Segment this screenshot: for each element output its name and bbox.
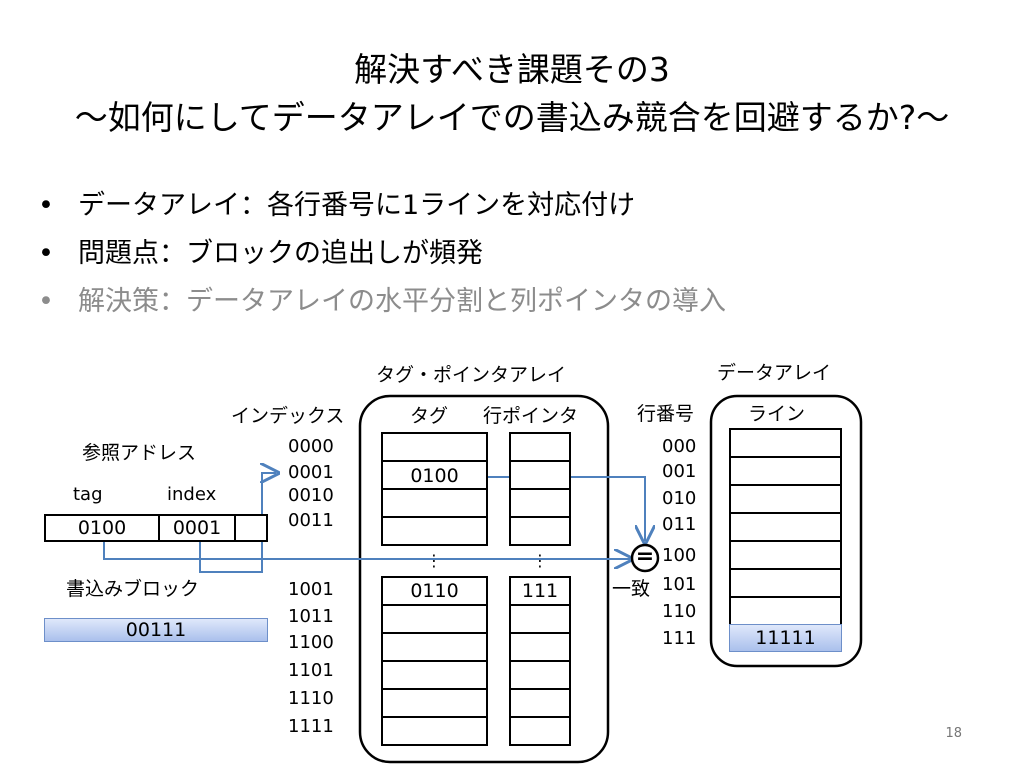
tag-cell (381, 632, 488, 662)
tag-cell (381, 576, 488, 606)
page-number: 18 (945, 726, 962, 741)
pointer-cell (509, 632, 571, 662)
pointer-entry-bottom: 111 (521, 580, 559, 602)
slide-title-line2: ～如何にしてデータアレイでの書込み競合を回避するか?～ (74, 98, 950, 137)
index-row: 0001 (288, 462, 334, 483)
index-row: 1110 (288, 688, 334, 709)
bullet-problem: • 問題点：ブロックの追出しが頻発 (38, 236, 483, 272)
write-block-label: 書込みブロック (66, 578, 200, 600)
match-label: 一致 (612, 578, 651, 600)
tag-column-header: タグ (410, 405, 449, 427)
row-number: 110 (662, 601, 697, 622)
write-block-cell (44, 618, 268, 642)
tag-field-label: tag (73, 484, 103, 505)
row-number: 101 (662, 574, 697, 595)
bullet-text: データアレイ：各行番号に1ラインを対応付け (78, 190, 636, 221)
tag-cell (381, 488, 488, 518)
tag-cell (381, 660, 488, 690)
data-line-cell (729, 456, 842, 486)
pointer-cell (509, 716, 571, 746)
bullet-marker: • (38, 190, 54, 221)
row-number: 011 (662, 514, 697, 535)
pointer-cell (509, 516, 571, 546)
index-row: 0000 (288, 436, 334, 457)
index-field-label: index (167, 484, 217, 505)
pointer-cell (509, 460, 571, 490)
pointer-cell (509, 660, 571, 690)
comparator-symbol: = (635, 544, 655, 569)
tag-cell (381, 716, 488, 746)
pointer-ellipsis: ⋮ (532, 551, 548, 570)
row-number: 001 (662, 461, 697, 482)
data-line-highlight-value: 11111 (755, 627, 816, 649)
index-header: インデックス (231, 405, 345, 427)
pointer-cell (509, 432, 571, 462)
data-line-cell (729, 512, 842, 542)
tag-ellipsis: ⋮ (426, 551, 442, 570)
pointer-cell (509, 488, 571, 518)
index-row: 1100 (288, 632, 334, 653)
pointer-column-header: 行ポインタ (483, 405, 579, 427)
data-line-cell-highlight (729, 624, 842, 652)
line-header: ライン (748, 403, 806, 425)
tag-compare-arrow (103, 540, 630, 559)
row-number: 100 (662, 545, 697, 566)
data-array-title: データアレイ (717, 362, 832, 384)
pointer-cell (509, 688, 571, 718)
slide-title-line1: 解決すべき課題その3 (354, 50, 670, 89)
address-offset-field (234, 514, 268, 542)
tag-cell (381, 516, 488, 546)
index-row: 1001 (288, 579, 334, 600)
bullet-marker: • (38, 286, 54, 317)
pointer-cell (509, 604, 571, 634)
row-number-header: 行番号 (637, 403, 695, 425)
index-lookup-arrow (199, 473, 276, 573)
data-line-cell (729, 428, 842, 458)
comparator-circle (630, 543, 660, 573)
bullet-solution: • 解決策：データアレイの水平分割と列ポインタの導入 (38, 284, 726, 320)
row-number: 111 (662, 628, 697, 649)
row-number: 000 (662, 436, 697, 457)
bullet-marker: • (38, 238, 54, 269)
write-block-value: 00111 (125, 619, 187, 641)
index-row: 1111 (288, 716, 334, 737)
bullet-text: 解決策：データアレイの水平分割と列ポインタの導入 (78, 286, 726, 317)
address-heading: 参照アドレス (82, 442, 197, 464)
tag-entry-bottom: 0110 (410, 580, 459, 602)
bullet-text: 問題点：ブロックの追出しが頻発 (78, 238, 483, 269)
tag-pointer-array-container (358, 394, 610, 764)
tag-entry-top: 0100 (410, 465, 459, 487)
address-tag-value: 0100 (77, 517, 127, 539)
address-index-value: 0001 (172, 517, 222, 539)
tag-cell (381, 432, 488, 462)
index-row: 1101 (288, 660, 334, 681)
data-line-cell (729, 596, 842, 626)
data-array-container (709, 394, 863, 668)
row-number: 010 (662, 488, 697, 509)
address-tag-field (44, 514, 160, 542)
data-line-cell (729, 540, 842, 570)
data-line-cell (729, 484, 842, 514)
index-row: 0011 (288, 510, 334, 531)
data-line-cell (729, 568, 842, 598)
index-row: 1011 (288, 606, 334, 627)
tag-cell (381, 688, 488, 718)
index-row: 0010 (288, 485, 334, 506)
tag-cell (381, 604, 488, 634)
tag-pointer-array-title: タグ・ポインタアレイ (376, 364, 567, 386)
bullet-data-array: • データアレイ：各行番号に1ラインを対応付け (38, 188, 635, 224)
